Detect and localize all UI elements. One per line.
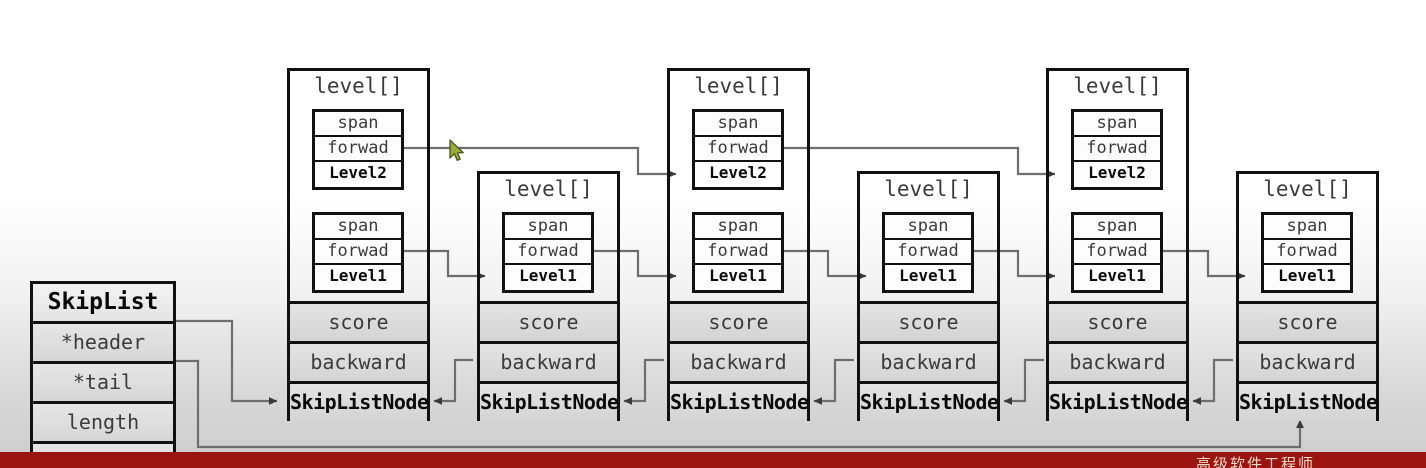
node-4-level1-block[interactable]: span forwad Level1 xyxy=(882,212,974,293)
wire-backward-node3-node2 xyxy=(623,358,664,405)
node-5-backward: backward xyxy=(1049,341,1186,381)
node-3-backward: backward xyxy=(670,341,807,381)
wire-backward-node6-node5 xyxy=(1192,358,1233,405)
node-1-level2-span: span xyxy=(315,112,401,137)
node-3-level1-block[interactable]: span forwad Level1 xyxy=(692,212,784,293)
node-1-backward: backward xyxy=(290,341,427,381)
node-2-levels-area: level[] span forwad Level1 xyxy=(480,174,617,301)
wire-backward-node5-node4 xyxy=(1003,358,1044,405)
node-5-levels-area: level[] span forwad Level2 span forwad L… xyxy=(1049,71,1186,301)
node-1-level2-name: Level2 xyxy=(315,162,401,187)
skiplist-field-length[interactable]: length xyxy=(33,404,173,444)
skiplist-field-header[interactable]: *header xyxy=(33,324,173,364)
node-1-score: score xyxy=(290,301,427,341)
node-4[interactable]: level[] span forwad Level1 score backwar… xyxy=(857,171,1000,421)
node-1-level1-name: Level1 xyxy=(315,265,401,290)
node-3-levels-area: level[] span forwad Level2 span forwad L… xyxy=(670,71,807,301)
node-1-levels-area: level[] span forwad Level2 span forwad L… xyxy=(290,71,427,301)
node-3-type: SkipListNode xyxy=(670,381,809,421)
wire-backward-node4-node3 xyxy=(813,358,854,405)
node-2-level1-name: Level1 xyxy=(505,265,591,290)
node-5-level-array-label: level[] xyxy=(1073,74,1162,98)
node-5-level2-forward: forwad xyxy=(1074,137,1160,162)
node-6-levels-area: level[] span forwad Level1 xyxy=(1239,174,1376,301)
node-3-level-array-label: level[] xyxy=(694,74,783,98)
node-2-level-array-label: level[] xyxy=(504,177,593,201)
node-4-type: SkipListNode xyxy=(860,381,999,421)
skiplist-title: SkipList xyxy=(33,284,173,324)
node-2-score: score xyxy=(480,301,617,341)
node-4-level1-name: Level1 xyxy=(885,265,971,290)
node-6-level1-forward: forwad xyxy=(1264,240,1350,265)
mouse-cursor-icon xyxy=(449,139,464,161)
node-3-level2-name: Level2 xyxy=(695,162,781,187)
node-6-type: SkipListNode xyxy=(1239,381,1378,421)
node-5-level2-block[interactable]: span forwad Level2 xyxy=(1071,109,1163,190)
node-3-level1-span: span xyxy=(695,215,781,240)
node-2[interactable]: level[] span forwad Level1 score backwar… xyxy=(477,171,620,421)
node-6-backward: backward xyxy=(1239,341,1376,381)
node-6-level1-span: span xyxy=(1264,215,1350,240)
node-1-level-array-label: level[] xyxy=(314,74,403,98)
node-6-level1-name: Level1 xyxy=(1264,265,1350,290)
node-3[interactable]: level[] span forwad Level2 span forwad L… xyxy=(667,68,810,421)
node-5-level1-block[interactable]: span forwad Level1 xyxy=(1071,212,1163,293)
banner-text: 高级软件工程师 xyxy=(1196,455,1316,468)
node-5-level1-forward: forwad xyxy=(1074,240,1160,265)
skiplist-struct[interactable]: SkipList *header *tail length level xyxy=(30,281,176,468)
node-5-score: score xyxy=(1049,301,1186,341)
node-6[interactable]: level[] span forwad Level1 score backwar… xyxy=(1236,171,1379,421)
node-2-type: SkipListNode xyxy=(480,381,619,421)
node-2-level1-span: span xyxy=(505,215,591,240)
node-3-level1-name: Level1 xyxy=(695,265,781,290)
node-5-type: SkipListNode xyxy=(1049,381,1188,421)
node-3-level2-forward: forwad xyxy=(695,137,781,162)
node-5-level2-name: Level2 xyxy=(1074,162,1160,187)
node-1-level1-forward: forwad xyxy=(315,240,401,265)
node-5-level1-span: span xyxy=(1074,215,1160,240)
skiplist-field-tail[interactable]: *tail xyxy=(33,364,173,404)
node-3-level2-block[interactable]: span forwad Level2 xyxy=(692,109,784,190)
node-4-level1-forward: forwad xyxy=(885,240,971,265)
node-1[interactable]: level[] span forwad Level2 span forwad L… xyxy=(287,68,430,421)
node-1-level1-span: span xyxy=(315,215,401,240)
node-4-levels-area: level[] span forwad Level1 xyxy=(860,174,997,301)
node-3-score: score xyxy=(670,301,807,341)
node-6-score: score xyxy=(1239,301,1376,341)
wire-backward-node2-node1 xyxy=(433,358,473,405)
node-1-type: SkipListNode xyxy=(290,381,429,421)
node-2-backward: backward xyxy=(480,341,617,381)
node-4-level-array-label: level[] xyxy=(884,177,973,201)
node-2-level1-block[interactable]: span forwad Level1 xyxy=(502,212,594,293)
node-1-level2-forward: forwad xyxy=(315,137,401,162)
bottom-banner: 高级软件工程师 xyxy=(0,452,1426,468)
node-4-backward: backward xyxy=(860,341,997,381)
node-4-score: score xyxy=(860,301,997,341)
wire-header-to-node1 xyxy=(176,319,278,405)
node-3-level1-forward: forwad xyxy=(695,240,781,265)
node-6-level1-block[interactable]: span forwad Level1 xyxy=(1261,212,1353,293)
node-1-level1-block[interactable]: span forwad Level1 xyxy=(312,212,404,293)
node-5[interactable]: level[] span forwad Level2 span forwad L… xyxy=(1046,68,1189,421)
node-1-level2-block[interactable]: span forwad Level2 xyxy=(312,109,404,190)
node-5-level1-name: Level1 xyxy=(1074,265,1160,290)
node-6-level-array-label: level[] xyxy=(1263,177,1352,201)
node-4-level1-span: span xyxy=(885,215,971,240)
node-3-level2-span: span xyxy=(695,112,781,137)
node-5-level2-span: span xyxy=(1074,112,1160,137)
node-2-level1-forward: forwad xyxy=(505,240,591,265)
